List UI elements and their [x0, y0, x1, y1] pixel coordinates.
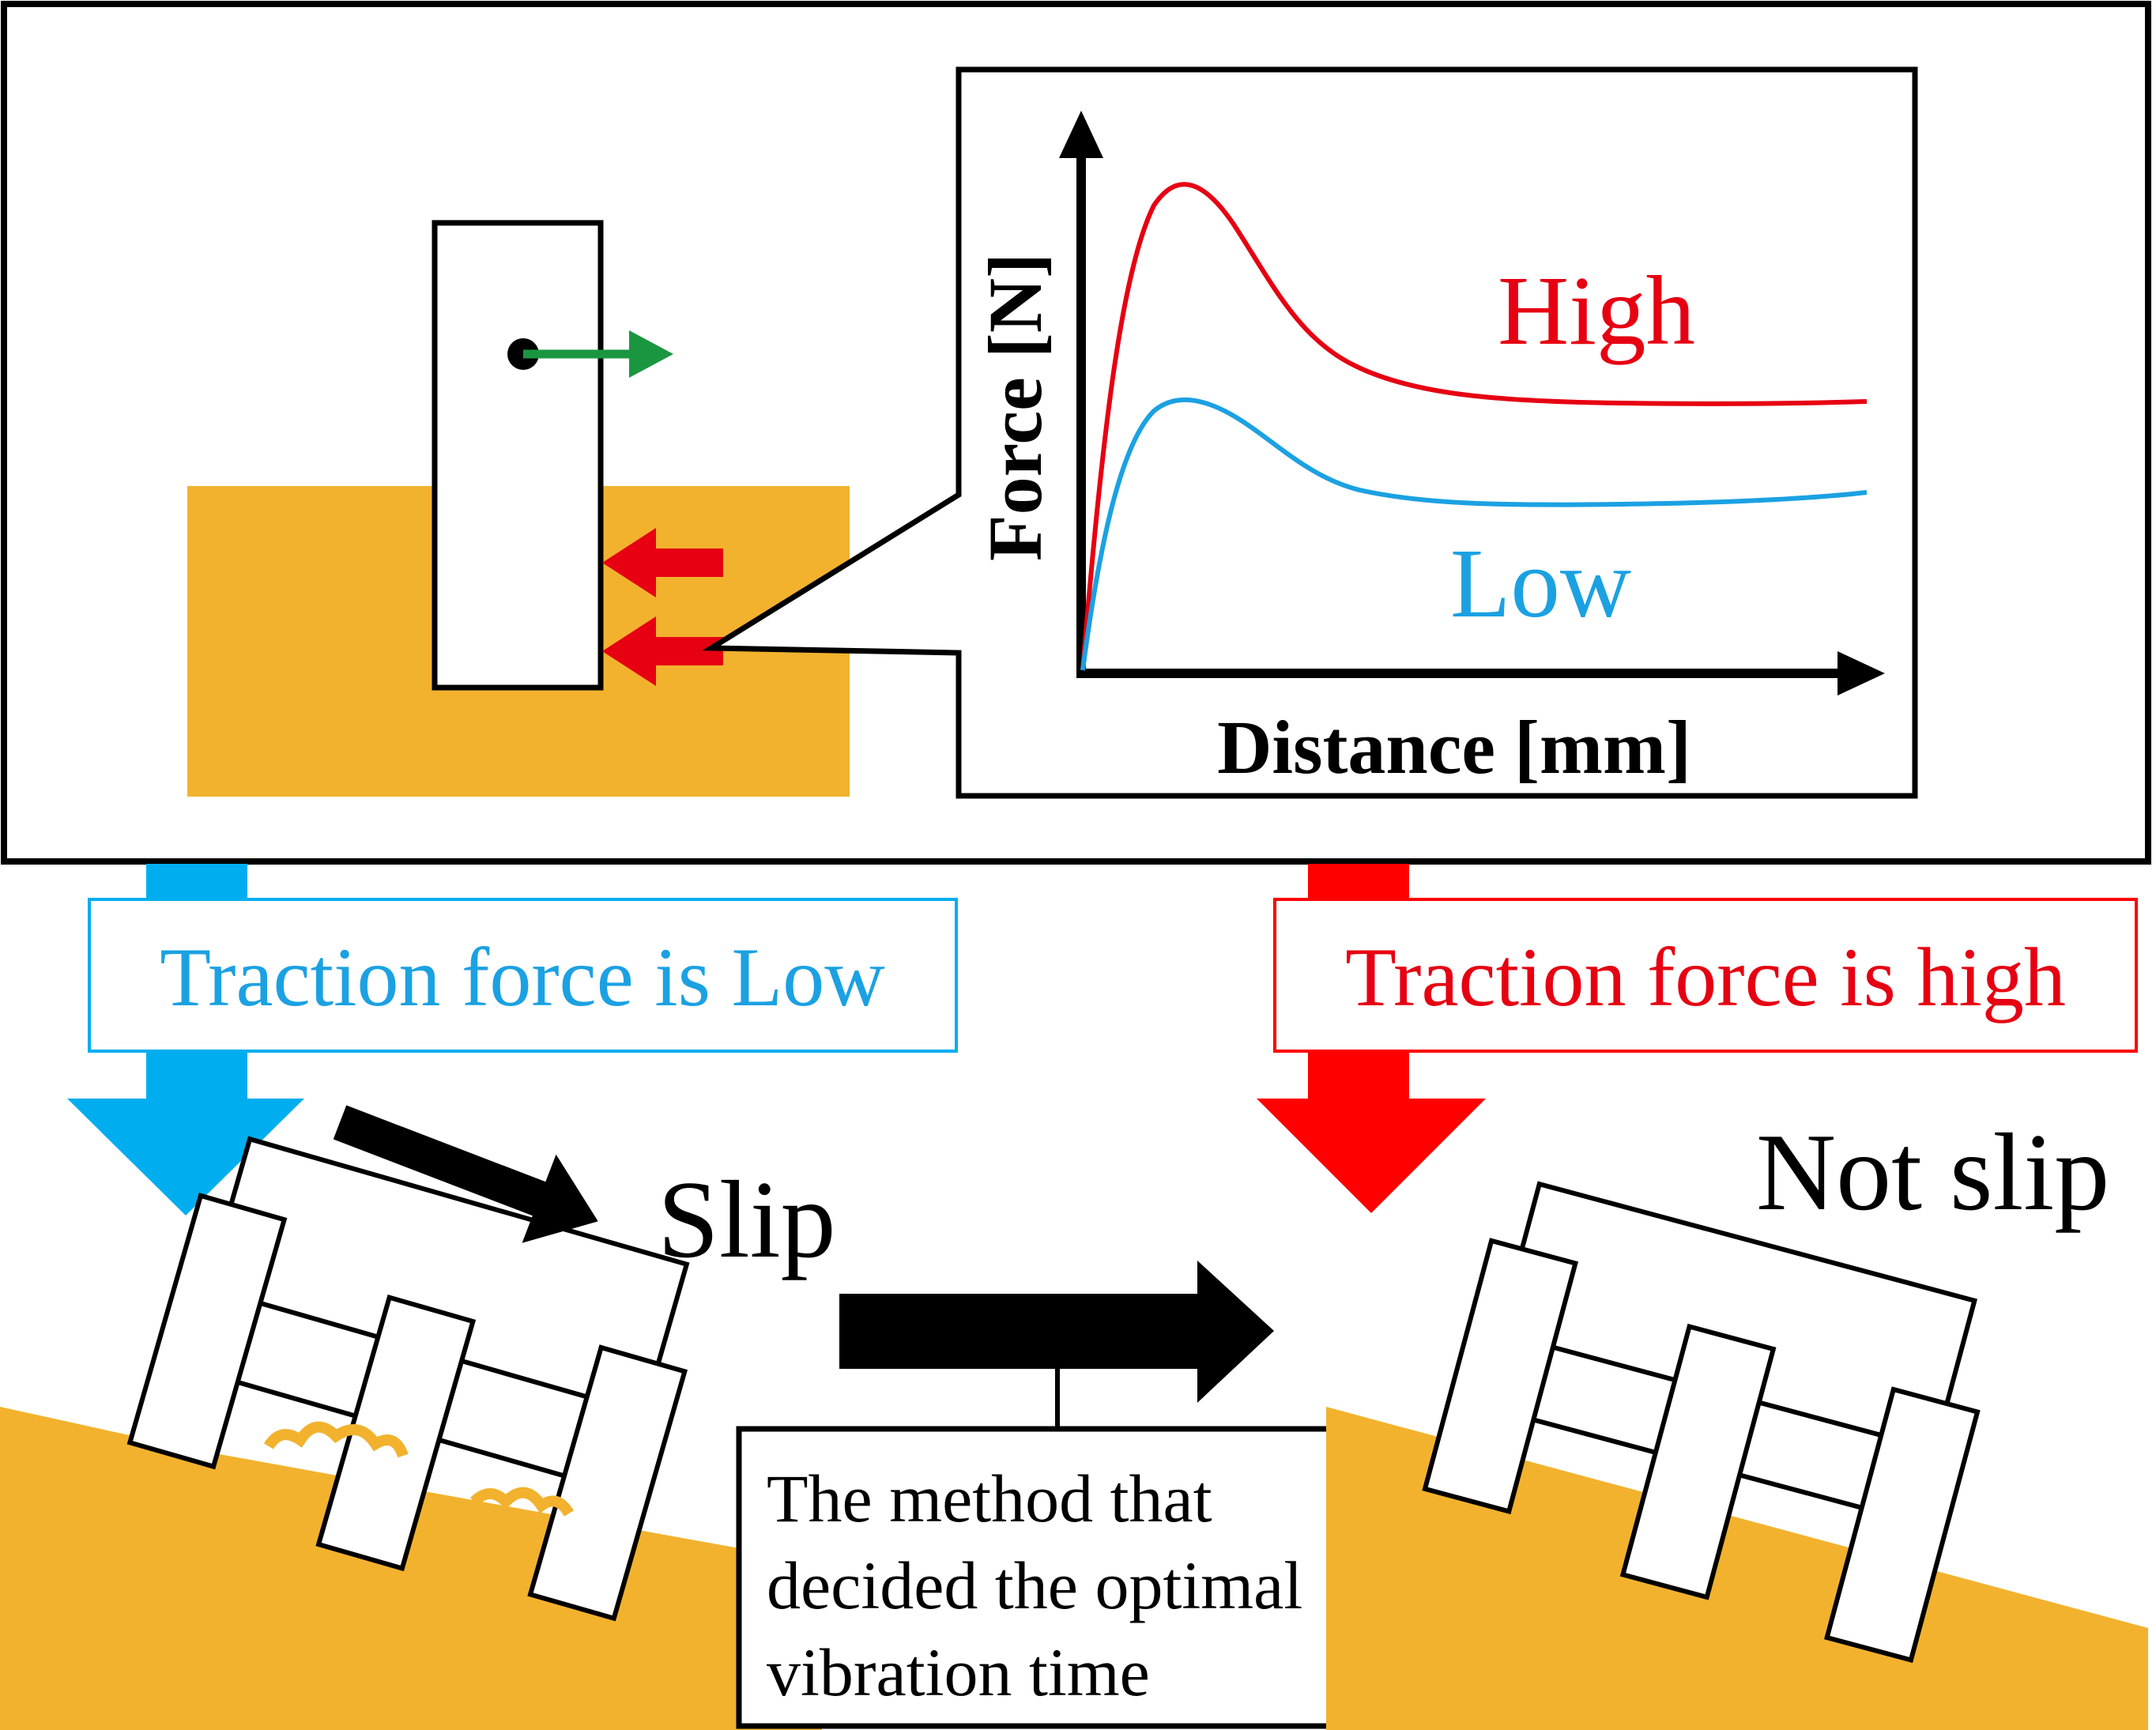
- resistance-arrow-icon: [602, 616, 723, 686]
- x-axis-label: Distance [mm]: [1217, 705, 1691, 790]
- slip-robot: [126, 1136, 690, 1622]
- low-label-text: Traction force is Low: [160, 931, 885, 1023]
- motion-arrow-icon: [507, 330, 673, 378]
- not-slip-terrain: [1326, 1407, 2148, 1730]
- probe-plate: [432, 220, 604, 691]
- high-flow-arrow-icon: [1257, 864, 1486, 1213]
- method-line-1: The method that: [767, 1461, 1212, 1536]
- slip-terrain: [0, 1407, 822, 1730]
- high-label-text: Traction force is high: [1345, 931, 2066, 1023]
- resistance-arrow-icon: [602, 528, 723, 597]
- method-line-2: decided the optimal: [767, 1547, 1302, 1623]
- graph-axes: [1059, 111, 1885, 695]
- method-box: [736, 1426, 1380, 1729]
- low-flow-arrow-icon: [67, 864, 304, 1216]
- high-label-box: [1273, 898, 2138, 1053]
- slip-label: Slip: [658, 1159, 836, 1281]
- transition-arrow-icon: [839, 1261, 1274, 1430]
- series-label-low: Low: [1450, 530, 1631, 639]
- not-slip-robot: [1422, 1181, 1981, 1664]
- method-line-3: vibration time: [767, 1634, 1150, 1710]
- slip-direction-arrow-icon: [333, 1105, 598, 1243]
- top-panel-frame: [1, 1, 2151, 865]
- high-curve: [1080, 182, 1868, 671]
- not-slip-label: Not slip: [1756, 1111, 2109, 1234]
- series-label-high: High: [1498, 257, 1695, 366]
- low-label-box: [88, 898, 958, 1053]
- graph-callout: [702, 66, 1918, 799]
- low-curve: [1080, 397, 1868, 671]
- sand-spray: [263, 1421, 575, 1517]
- y-axis-label: Force [N]: [973, 253, 1057, 561]
